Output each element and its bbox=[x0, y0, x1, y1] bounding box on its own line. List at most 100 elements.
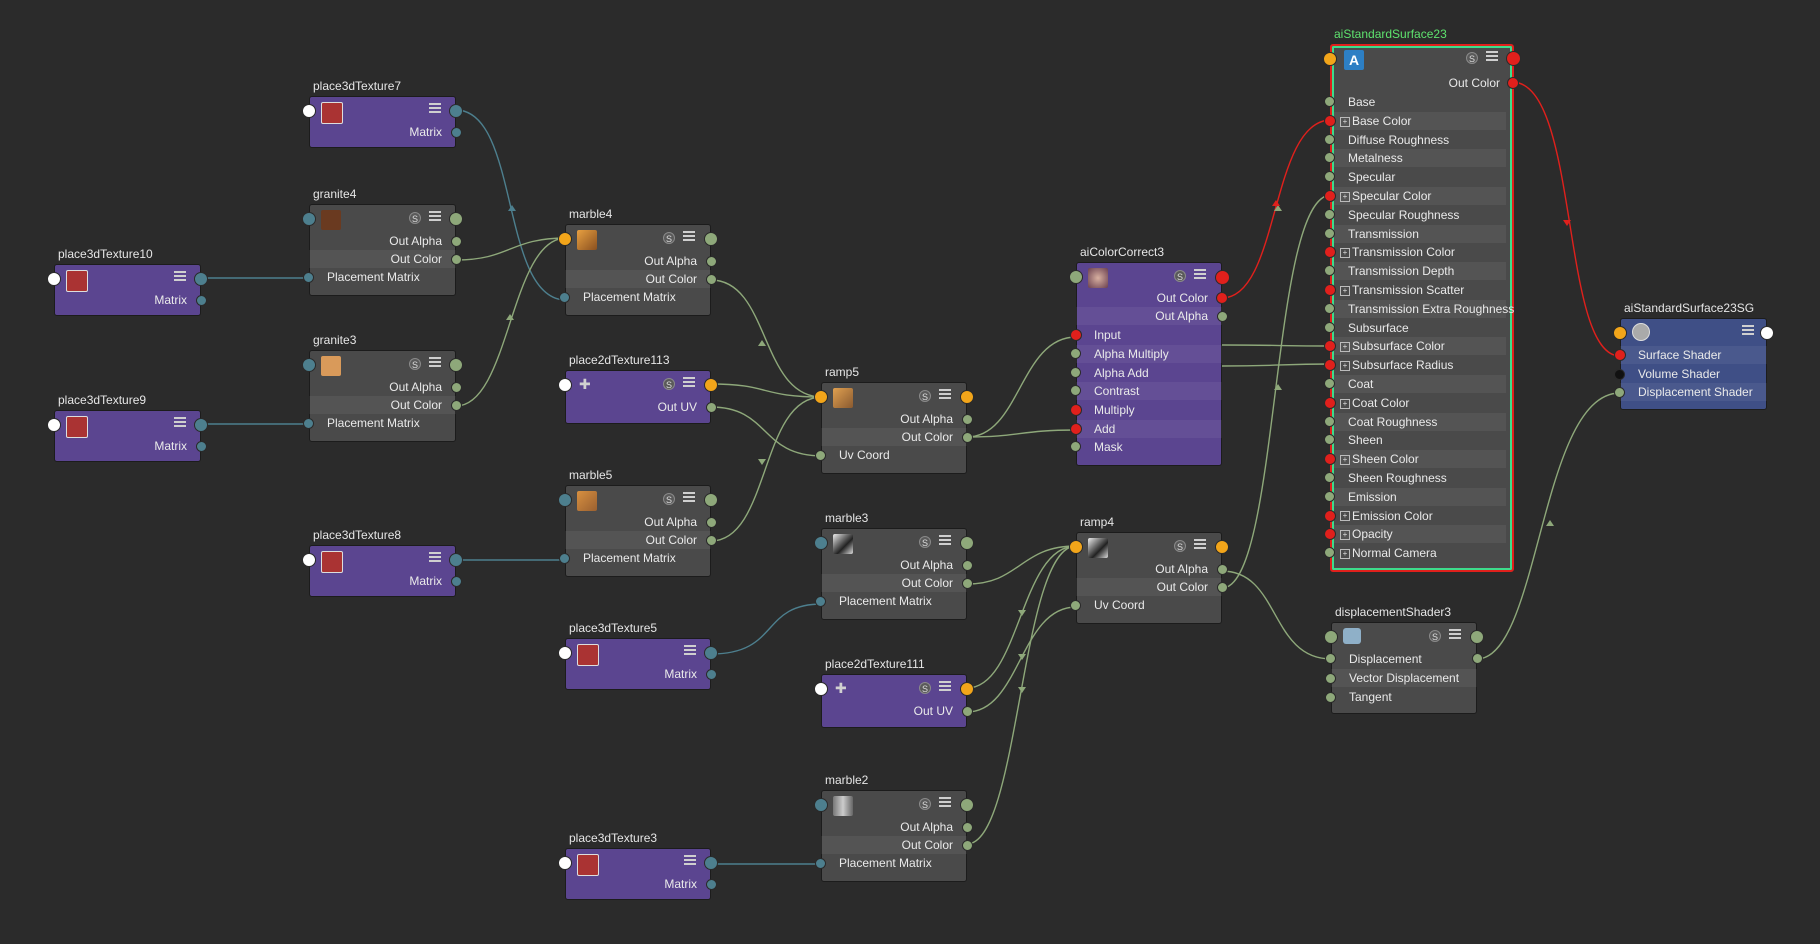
input-port-surface-shader[interactable] bbox=[1614, 349, 1626, 361]
input-port-attribute[interactable] bbox=[1324, 133, 1335, 145]
input-port-attribute[interactable] bbox=[1324, 190, 1336, 202]
input-port[interactable] bbox=[558, 493, 572, 507]
expand-plus-icon[interactable]: + bbox=[1340, 116, 1350, 127]
output-port-out-uv[interactable] bbox=[962, 706, 973, 717]
s-icon[interactable]: S bbox=[1174, 270, 1186, 282]
expand-plus-icon[interactable]: + bbox=[1340, 248, 1350, 259]
input-port[interactable] bbox=[558, 856, 572, 870]
menu-lines-icon[interactable] bbox=[1194, 269, 1206, 279]
input-port-alpha-add[interactable] bbox=[1070, 367, 1081, 378]
output-port[interactable] bbox=[449, 104, 463, 118]
menu-lines-icon[interactable] bbox=[683, 231, 695, 241]
output-port-out-color[interactable] bbox=[706, 274, 717, 285]
node-marble3[interactable]: marble3 S Out Alpha Out Color Placement … bbox=[814, 511, 974, 620]
node-ramp5[interactable]: ramp5 S Out Alpha Out Color Uv Coord bbox=[814, 365, 974, 474]
input-port-attribute[interactable] bbox=[1324, 434, 1335, 446]
input-port[interactable] bbox=[558, 378, 572, 392]
node-ramp4[interactable]: ramp4 S Out Alpha Out Color Uv Coord bbox=[1069, 515, 1229, 624]
input-port-placement-matrix[interactable] bbox=[815, 596, 826, 607]
input-port-volume-shader[interactable] bbox=[1614, 369, 1625, 380]
output-port[interactable] bbox=[1470, 630, 1484, 644]
node-aiStandardSurface23SG[interactable]: aiStandardSurface23SG Surface Shader Vol… bbox=[1613, 301, 1774, 410]
node-place3dTexture10[interactable]: place3dTexture10 Matrix bbox=[47, 247, 208, 316]
output-port-out-alpha[interactable] bbox=[706, 256, 717, 267]
s-icon[interactable]: S bbox=[1429, 630, 1441, 642]
node-granite4[interactable]: granite4 S Out Alpha Out Color Placement… bbox=[302, 187, 463, 296]
menu-lines-icon[interactable] bbox=[1449, 629, 1461, 639]
input-port-contrast[interactable] bbox=[1070, 385, 1081, 396]
output-port-displacement[interactable] bbox=[1472, 653, 1483, 664]
output-port-out-alpha[interactable] bbox=[962, 414, 973, 425]
output-port-out-alpha[interactable] bbox=[962, 822, 973, 833]
input-port[interactable] bbox=[1324, 630, 1338, 644]
menu-lines-icon[interactable] bbox=[429, 357, 441, 367]
output-port-out-alpha[interactable] bbox=[962, 560, 973, 571]
input-port-placement-matrix[interactable] bbox=[815, 858, 826, 869]
s-icon[interactable]: S bbox=[663, 378, 675, 390]
expand-plus-icon[interactable]: + bbox=[1340, 398, 1350, 409]
s-icon[interactable]: S bbox=[663, 232, 675, 244]
menu-lines-icon[interactable] bbox=[429, 103, 441, 113]
input-port[interactable] bbox=[814, 798, 828, 812]
output-port-out-color[interactable] bbox=[706, 535, 717, 546]
menu-lines-icon[interactable] bbox=[429, 552, 441, 562]
input-port-attribute[interactable] bbox=[1324, 359, 1336, 372]
menu-lines-icon[interactable] bbox=[684, 645, 696, 655]
menu-lines-icon[interactable] bbox=[939, 389, 951, 399]
output-port[interactable] bbox=[704, 646, 718, 660]
menu-lines-icon[interactable] bbox=[174, 417, 186, 427]
s-icon[interactable]: S bbox=[919, 682, 931, 694]
menu-lines-icon[interactable] bbox=[1742, 325, 1754, 335]
s-icon[interactable]: S bbox=[919, 798, 931, 810]
output-port-out-alpha[interactable] bbox=[1217, 311, 1228, 322]
output-port[interactable] bbox=[960, 536, 974, 550]
output-port[interactable] bbox=[449, 212, 463, 226]
input-port-attribute[interactable] bbox=[1324, 321, 1335, 333]
output-port-out-alpha[interactable] bbox=[451, 382, 462, 393]
input-port[interactable] bbox=[558, 232, 572, 246]
input-port[interactable] bbox=[814, 682, 828, 696]
input-port-attribute[interactable] bbox=[1324, 490, 1335, 502]
output-port-matrix[interactable] bbox=[196, 441, 207, 452]
output-port-out-color[interactable] bbox=[451, 400, 462, 411]
input-port-attribute[interactable] bbox=[1324, 208, 1335, 220]
output-port-matrix[interactable] bbox=[706, 669, 717, 680]
input-port[interactable] bbox=[1323, 52, 1337, 66]
input-port-attribute[interactable] bbox=[1324, 152, 1335, 164]
output-port-out-alpha[interactable] bbox=[706, 517, 717, 528]
input-port-attribute[interactable] bbox=[1324, 246, 1336, 259]
node-marble2[interactable]: marble2 S Out Alpha Out Color Placement … bbox=[814, 773, 974, 882]
input-port[interactable] bbox=[1613, 326, 1627, 340]
output-port-matrix[interactable] bbox=[451, 127, 462, 138]
menu-lines-icon[interactable] bbox=[429, 211, 441, 221]
output-port-out-color[interactable] bbox=[1507, 77, 1519, 89]
input-port[interactable] bbox=[47, 272, 61, 286]
output-port[interactable] bbox=[704, 493, 718, 507]
node-place3dTexture8[interactable]: place3dTexture8 Matrix bbox=[302, 528, 463, 597]
node-marble4[interactable]: marble4 S Out Alpha Out Color Placement … bbox=[558, 207, 718, 316]
output-port-out-color[interactable] bbox=[1216, 292, 1228, 304]
input-port[interactable] bbox=[302, 212, 316, 226]
input-port-tangent[interactable] bbox=[1325, 692, 1336, 703]
input-port[interactable] bbox=[302, 358, 316, 372]
expand-plus-icon[interactable]: + bbox=[1340, 191, 1350, 202]
output-port[interactable] bbox=[194, 418, 208, 432]
input-port-attribute[interactable] bbox=[1324, 509, 1336, 522]
input-port-add[interactable] bbox=[1070, 423, 1082, 435]
input-port-attribute[interactable] bbox=[1324, 528, 1336, 541]
input-port-attribute[interactable] bbox=[1324, 265, 1335, 277]
node-displacementShader3[interactable]: displacementShader3 S Displacement Vecto… bbox=[1324, 605, 1484, 714]
input-port-attribute[interactable] bbox=[1324, 396, 1336, 409]
input-port-displacement[interactable] bbox=[1325, 653, 1336, 664]
input-port-attribute[interactable] bbox=[1324, 96, 1335, 107]
menu-lines-icon[interactable] bbox=[939, 797, 951, 807]
menu-lines-icon[interactable] bbox=[939, 681, 951, 691]
input-port-attribute[interactable] bbox=[1324, 547, 1335, 559]
node-place3dTexture9[interactable]: place3dTexture9 Matrix bbox=[47, 393, 208, 462]
input-port-uv-coord[interactable] bbox=[815, 450, 826, 461]
expand-plus-icon[interactable]: + bbox=[1340, 511, 1350, 522]
node-place3dTexture5[interactable]: place3dTexture5 Matrix bbox=[558, 621, 718, 690]
input-port-attribute[interactable] bbox=[1324, 340, 1336, 353]
input-port-vector-displacement[interactable] bbox=[1325, 673, 1336, 684]
menu-lines-icon[interactable] bbox=[939, 535, 951, 545]
